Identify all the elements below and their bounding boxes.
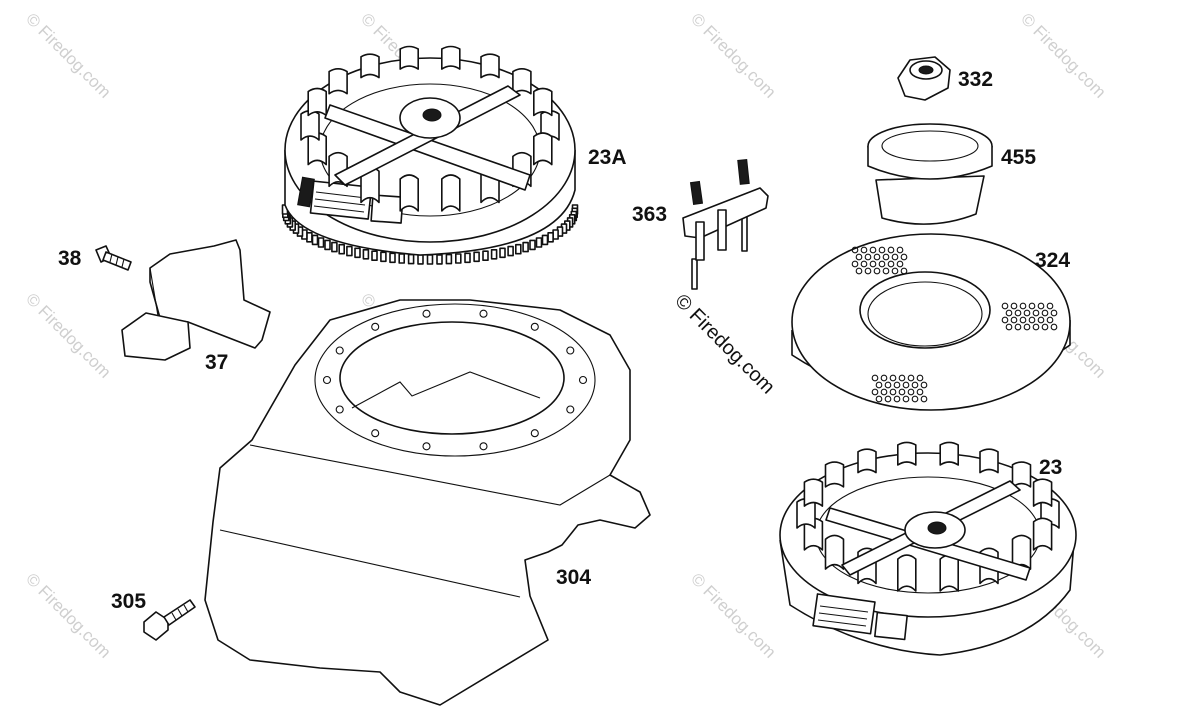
watermark-text: © Firedog.com: [22, 289, 114, 381]
label-332: 332: [958, 68, 994, 91]
label-37: 37: [205, 351, 229, 374]
label-23: 23: [1039, 456, 1063, 479]
flywheel-ring-gear-part: [281, 45, 579, 265]
blower-housing-304-part: [204, 299, 651, 706]
label-304: 304: [556, 566, 592, 589]
label-363: 363: [632, 203, 668, 226]
watermark-text: © Firedog.com: [22, 9, 114, 101]
screen-324-part: [791, 233, 1071, 411]
clamp-bracket-363-part: [682, 158, 769, 290]
label-455: 455: [1001, 146, 1037, 169]
screw-38-part: [95, 245, 132, 271]
watermark-text: © Firedog.com: [22, 569, 114, 661]
bolt-305-part: [143, 599, 196, 641]
label-23A: 23A: [588, 146, 627, 169]
watermark-text: © Firedog.com: [687, 9, 779, 101]
cup-455-part: [867, 123, 993, 225]
flywheel-23-part: [779, 441, 1077, 656]
air-guide-37-part: [121, 239, 271, 361]
nut-332-part: [897, 56, 951, 101]
label-305: 305: [111, 590, 147, 613]
label-324: 324: [1035, 249, 1071, 272]
watermark-text: © Firedog.com: [687, 569, 779, 661]
watermark-text: © Firedog.com: [1017, 9, 1109, 101]
label-38: 38: [58, 247, 82, 270]
